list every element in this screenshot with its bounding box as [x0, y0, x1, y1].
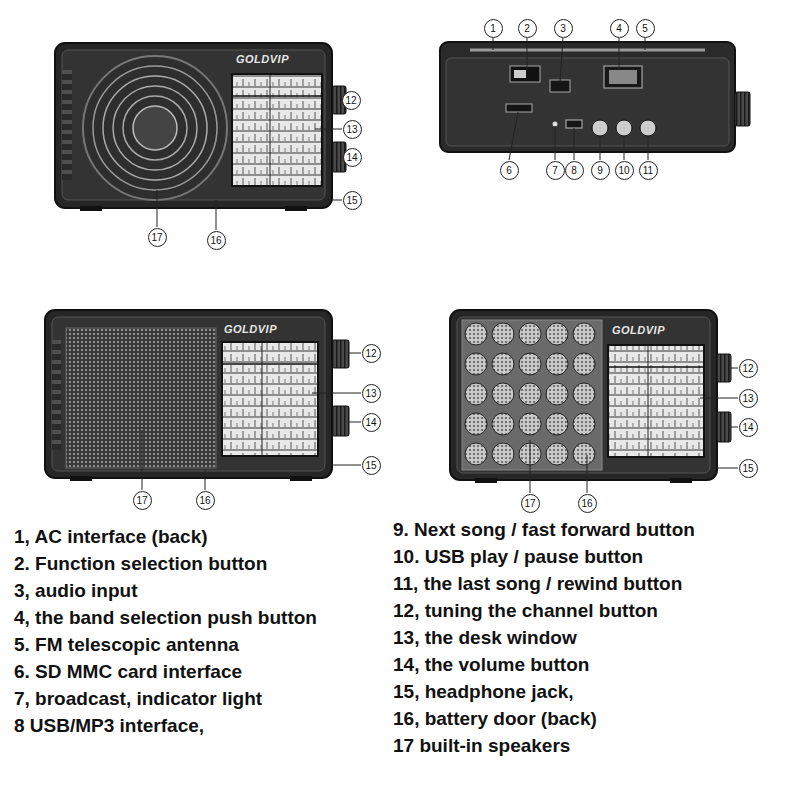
legend-item: 5. FM telescopic antenna	[14, 633, 239, 657]
brand-name: GOLDVIP	[236, 53, 289, 65]
legend-item: 16, battery door (back)	[393, 707, 597, 731]
callout-number: 17	[521, 494, 540, 513]
callout-number: 8	[565, 161, 584, 180]
brand-name: GOLDVIP	[612, 324, 665, 336]
callout-number: 16	[196, 491, 215, 510]
callout-number: 6	[500, 161, 519, 180]
callout-number: 16	[207, 231, 226, 250]
callout-number: 3	[554, 19, 573, 38]
radio-top-view	[440, 42, 750, 152]
legend-item: 6. SD MMC card interface	[14, 660, 242, 684]
callout-number: 12	[739, 359, 758, 378]
callout-number: 13	[362, 384, 381, 403]
callout-number: 15	[362, 456, 381, 475]
callout-number: 17	[133, 491, 152, 510]
legend-item: 17 built-in speakers	[393, 734, 570, 758]
legend-item: 8 USB/MP3 interface,	[14, 714, 204, 738]
legend-item: 4, the band selection push button	[14, 606, 317, 630]
callout-number: 12	[342, 91, 361, 110]
legend-item: 2. Function selection button	[14, 552, 267, 576]
callout-number: 17	[148, 228, 167, 247]
callout-number: 13	[739, 389, 758, 408]
callout-number: 11	[639, 161, 658, 180]
legend-item: 1, AC interface (back)	[14, 525, 208, 549]
radio-front-round	[55, 43, 346, 211]
radio-front-holes	[450, 310, 731, 483]
legend-item: 15, headphone jack,	[393, 680, 574, 704]
callout-number: 5	[636, 19, 655, 38]
callout-number: 15	[739, 459, 758, 478]
callout-number: 14	[362, 413, 381, 432]
legend-item: 3, audio input	[14, 579, 138, 603]
callout-number: 9	[591, 161, 610, 180]
callout-number: 4	[610, 19, 629, 38]
radio-front-grille	[45, 310, 349, 481]
legend-item: 14, the volume button	[393, 653, 589, 677]
brand-name: GOLDVIP	[224, 323, 277, 335]
legend-item: 12, tuning the channel button	[393, 599, 658, 623]
callout-number: 16	[578, 494, 597, 513]
callout-number: 15	[343, 191, 362, 210]
callout-number: 14	[343, 148, 362, 167]
callout-number: 13	[343, 120, 362, 139]
legend-item: 13, the desk window	[393, 626, 577, 650]
callout-number: 10	[615, 161, 634, 180]
callout-number: 12	[362, 344, 381, 363]
legend-item: 9. Next song / fast forward button	[393, 518, 695, 542]
leader-lines	[142, 38, 738, 493]
callout-number: 2	[518, 19, 537, 38]
legend-item: 10. USB play / pause button	[393, 545, 643, 569]
callout-number: 14	[739, 418, 758, 437]
callout-number: 1	[484, 19, 503, 38]
callout-number: 7	[546, 161, 565, 180]
legend-item: 11, the last song / rewind button	[393, 572, 682, 596]
legend-item: 7, broadcast, indicator light	[14, 687, 262, 711]
